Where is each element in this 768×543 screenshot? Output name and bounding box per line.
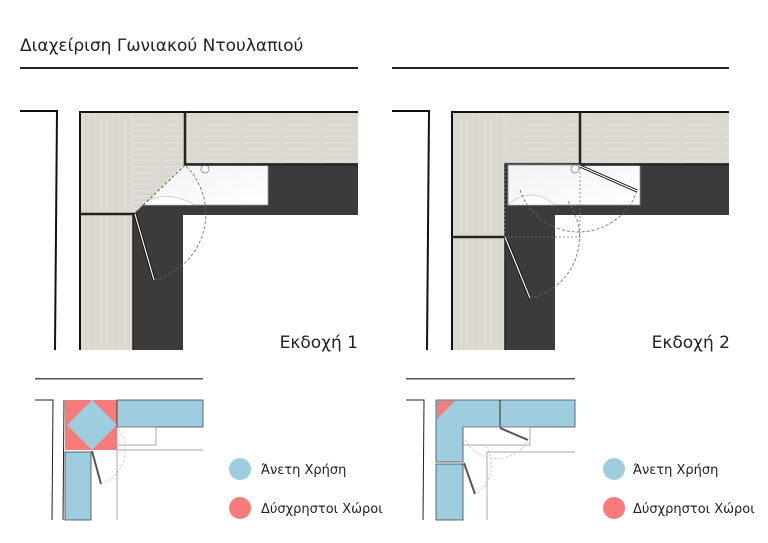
comfortable-swatch-icon <box>603 458 625 480</box>
awkward-swatch-icon <box>229 497 251 519</box>
page-title: Διαχείριση Γωνιακού Ντουλαπιού <box>20 36 303 56</box>
legend-awkward-label: Δύσχρηστοι Χώροι <box>261 502 383 517</box>
version-1-usage-plan <box>35 378 204 521</box>
legend-comfortable-label: Άνετη Χρήση <box>633 463 718 478</box>
wall <box>20 110 59 351</box>
awkward-swatch-icon <box>603 497 625 519</box>
version-2-usage-plan <box>406 378 576 521</box>
legend-comfortable-label: Άνετη Χρήση <box>261 463 346 478</box>
usable-area <box>67 400 117 450</box>
comfortable-swatch-icon <box>229 458 251 480</box>
legend-right: Άνετη Χρήση Δύσχρηστοι Χώροι <box>603 458 755 519</box>
wall <box>392 110 431 351</box>
countertop-left <box>80 111 133 350</box>
version-1-plan <box>20 110 359 351</box>
countertop-left <box>452 111 505 350</box>
version-1-label: Εκδοχή 1 <box>280 333 358 353</box>
version-2-label: Εκδοχή 2 <box>652 333 730 353</box>
awkward-area <box>437 401 455 419</box>
usable-area <box>435 463 464 521</box>
divider <box>20 67 358 69</box>
usable-area <box>64 451 92 521</box>
version-2-plan <box>392 110 729 351</box>
divider <box>392 67 729 69</box>
legend-left: Άνετη Χρήση Δύσχρηστοι Χώροι <box>229 458 383 519</box>
legend-awkward-label: Δύσχρηστοι Χώροι <box>633 502 755 517</box>
usable-area <box>116 399 204 428</box>
